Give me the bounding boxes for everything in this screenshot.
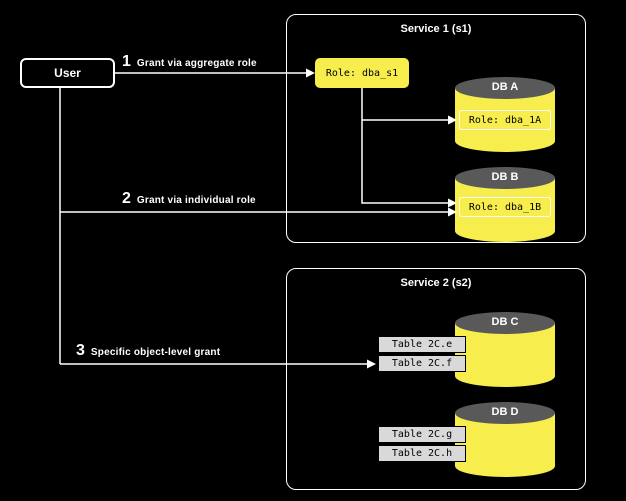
table-2c-g-node: Table 2C.g bbox=[378, 426, 466, 443]
db-c-label: DB C bbox=[491, 316, 519, 328]
grant-2-label: 2 Grant via individual role bbox=[122, 190, 256, 208]
db-d-cylinder bbox=[455, 402, 555, 477]
grant-3-text: Specific object-level grant bbox=[90, 347, 221, 358]
grant-3-label: 3 Specific object-level grant bbox=[76, 342, 220, 360]
table-2c-e-node: Table 2C.e bbox=[378, 336, 466, 353]
grant-1-text: Grant via aggregate role bbox=[136, 58, 257, 69]
db-a-role-node: Role: dba_1A bbox=[459, 110, 551, 130]
service-2-container: Service 2 (s2) bbox=[286, 268, 586, 490]
db-d-label: DB D bbox=[491, 406, 519, 418]
user-node: User bbox=[20, 58, 115, 88]
arrow-grant-1 bbox=[115, 68, 315, 78]
service-2-title: Service 2 (s2) bbox=[400, 277, 472, 289]
grant-1-label: 1 Grant via aggregate role bbox=[122, 53, 257, 71]
arrow-grant-3 bbox=[60, 359, 376, 369]
arrow-grant-2 bbox=[60, 207, 457, 217]
table-2c-h-node: Table 2C.h bbox=[378, 445, 466, 462]
grant-2-text: Grant via individual role bbox=[136, 195, 256, 206]
db-c-cylinder bbox=[455, 312, 555, 387]
service-1-container: Service 1 (s1) bbox=[286, 14, 586, 243]
grant-1-number: 1 bbox=[122, 53, 131, 70]
db-b-label: DB B bbox=[491, 171, 519, 183]
table-2c-f-node: Table 2C.f bbox=[378, 355, 466, 372]
grant-3-number: 3 bbox=[76, 342, 85, 359]
grant-2-number: 2 bbox=[122, 190, 131, 207]
aggregate-role-branch-lines bbox=[361, 88, 457, 208]
aggregate-role-node: Role: dba_s1 bbox=[315, 58, 409, 88]
db-a-label: DB A bbox=[491, 81, 519, 93]
service-1-title: Service 1 (s1) bbox=[400, 23, 472, 35]
db-b-role-node: Role: dba_1B bbox=[459, 197, 551, 217]
